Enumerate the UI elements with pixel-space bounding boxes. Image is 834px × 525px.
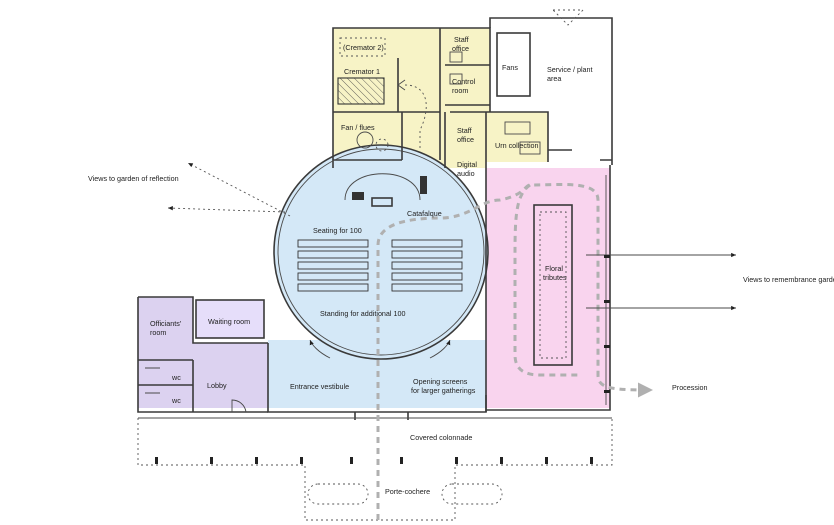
label-service-plant-1: Service / plant: [547, 65, 593, 74]
staff-desk-top: [449, 51, 463, 63]
floral-wall-mullion: [604, 390, 610, 393]
colonnade-column: [210, 457, 213, 464]
small-console: [352, 192, 364, 200]
colonnade-column: [400, 457, 403, 464]
floral-wall-mullion: [604, 300, 610, 303]
floral-loop: [513, 183, 580, 377]
floral-zone: [486, 168, 610, 408]
catafalque-alcove: [344, 173, 421, 201]
chapel-zone: [274, 145, 488, 359]
seat-row: [297, 261, 369, 270]
seat-row: [391, 261, 463, 270]
colonnade-column: [300, 457, 303, 464]
seat-row: [391, 272, 463, 281]
sightlines: [167, 162, 736, 311]
waiting-room-zone: [196, 300, 264, 338]
label-views-garden-reflection: Views to garden of reflection: [88, 174, 179, 183]
car-bay-right: [441, 483, 503, 505]
floral-wall-mullion: [604, 345, 610, 348]
label-wc-1: wc: [171, 373, 181, 382]
label-urn-collection: Urn collection: [495, 141, 539, 150]
label-floral-1: Floral: [545, 264, 563, 273]
seat-row: [297, 239, 369, 248]
floral-table-outer: [533, 204, 573, 366]
sightline-reflection-1: [187, 162, 291, 217]
colonnade-column: [255, 457, 258, 464]
label-porte-cochere: Porte-cochere: [385, 487, 430, 496]
label-cremator-1: Cremator 1: [344, 67, 380, 76]
cremator-2-unit: [339, 37, 386, 57]
label-service-plant-2: area: [547, 74, 561, 83]
colonnade-columns: [155, 255, 610, 464]
label-control-room-1: Control: [452, 77, 476, 86]
label-views-remembrance-garden: Views to remembrance garden: [743, 275, 834, 284]
floral-table: [533, 204, 573, 366]
seat-row: [391, 250, 463, 259]
label-fans: Fans: [502, 63, 518, 72]
seat-row: [297, 272, 369, 281]
colonnade-column: [500, 457, 503, 464]
colonnade-column: [545, 457, 548, 464]
colonnade-column: [455, 457, 458, 464]
flue-circle-2: [375, 138, 389, 152]
public-zone: [138, 297, 268, 408]
procession-route: [376, 182, 653, 520]
seat-row: [297, 283, 369, 292]
label-procession: Procession: [672, 383, 708, 392]
label-officiants-1: Officiants': [150, 319, 182, 328]
fans-unit: [496, 32, 531, 97]
cremator-1-unit: [337, 77, 385, 105]
north-marker: [551, 9, 585, 26]
label-waiting-room: Waiting room: [208, 317, 250, 326]
label-digital-audio-1: Digital: [457, 160, 477, 169]
walls: [137, 17, 613, 521]
label-covered-colonnade: Covered colonnade: [410, 433, 472, 442]
label-staff-office-top-2: office: [452, 44, 469, 53]
label-entrance-vestibule: Entrance vestibule: [290, 382, 349, 391]
seat-row: [297, 250, 369, 259]
rotate-arrow-right: [429, 339, 451, 359]
flue-circle-1: [356, 131, 374, 149]
label-staff-office-mid-2: office: [457, 135, 474, 144]
label-cremator-2: (Cremator 2): [343, 43, 384, 52]
colonnade-column: [350, 457, 353, 464]
label-lobby: Lobby: [207, 381, 227, 390]
colonnade-column: [590, 457, 593, 464]
urn-desk: [504, 121, 531, 135]
seat-row: [391, 283, 463, 292]
car-bay-left: [307, 483, 369, 505]
label-catafalque: Catafalque: [407, 209, 442, 218]
catafalque-unit: [371, 197, 393, 207]
charging-path: [404, 84, 427, 150]
porte-cochere-bays: [307, 483, 503, 505]
label-wc-2: wc: [171, 396, 181, 405]
seating-rows: [297, 239, 463, 292]
audio-equipment: [420, 176, 427, 194]
colonnade-column: [155, 457, 158, 464]
charging-arrow: [397, 79, 406, 91]
label-staff-office-top-1: Staff: [454, 35, 469, 44]
label-floral-2: tributes: [543, 273, 567, 282]
labels: (Cremator 2) Cremator 1 Fan / flues Staf…: [88, 35, 834, 496]
label-officiants-2: room: [150, 328, 166, 337]
control-desk: [449, 73, 463, 85]
zone-fills: [138, 28, 610, 408]
urn-counter: [519, 141, 541, 155]
floral-table-inner: [539, 211, 567, 359]
seat-row: [391, 239, 463, 248]
label-fan-flues: Fan / flues: [341, 123, 375, 132]
label-opening-screens-2: for larger gatherings: [411, 386, 476, 395]
equipment: [337, 32, 541, 207]
label-opening-screens-1: Opening screens: [413, 377, 468, 386]
label-control-room-2: room: [452, 86, 468, 95]
rotate-arrow-left: [309, 339, 331, 359]
label-staff-office-mid-1: Staff: [457, 126, 472, 135]
floral-wall-mullion: [604, 255, 610, 258]
circulation: [309, 182, 653, 520]
label-digital-audio-2: audio: [457, 169, 475, 178]
label-standing: Standing for additional 100: [320, 309, 406, 318]
label-seating: Seating for 100: [313, 226, 362, 235]
sightline-reflection-2: [167, 206, 286, 213]
